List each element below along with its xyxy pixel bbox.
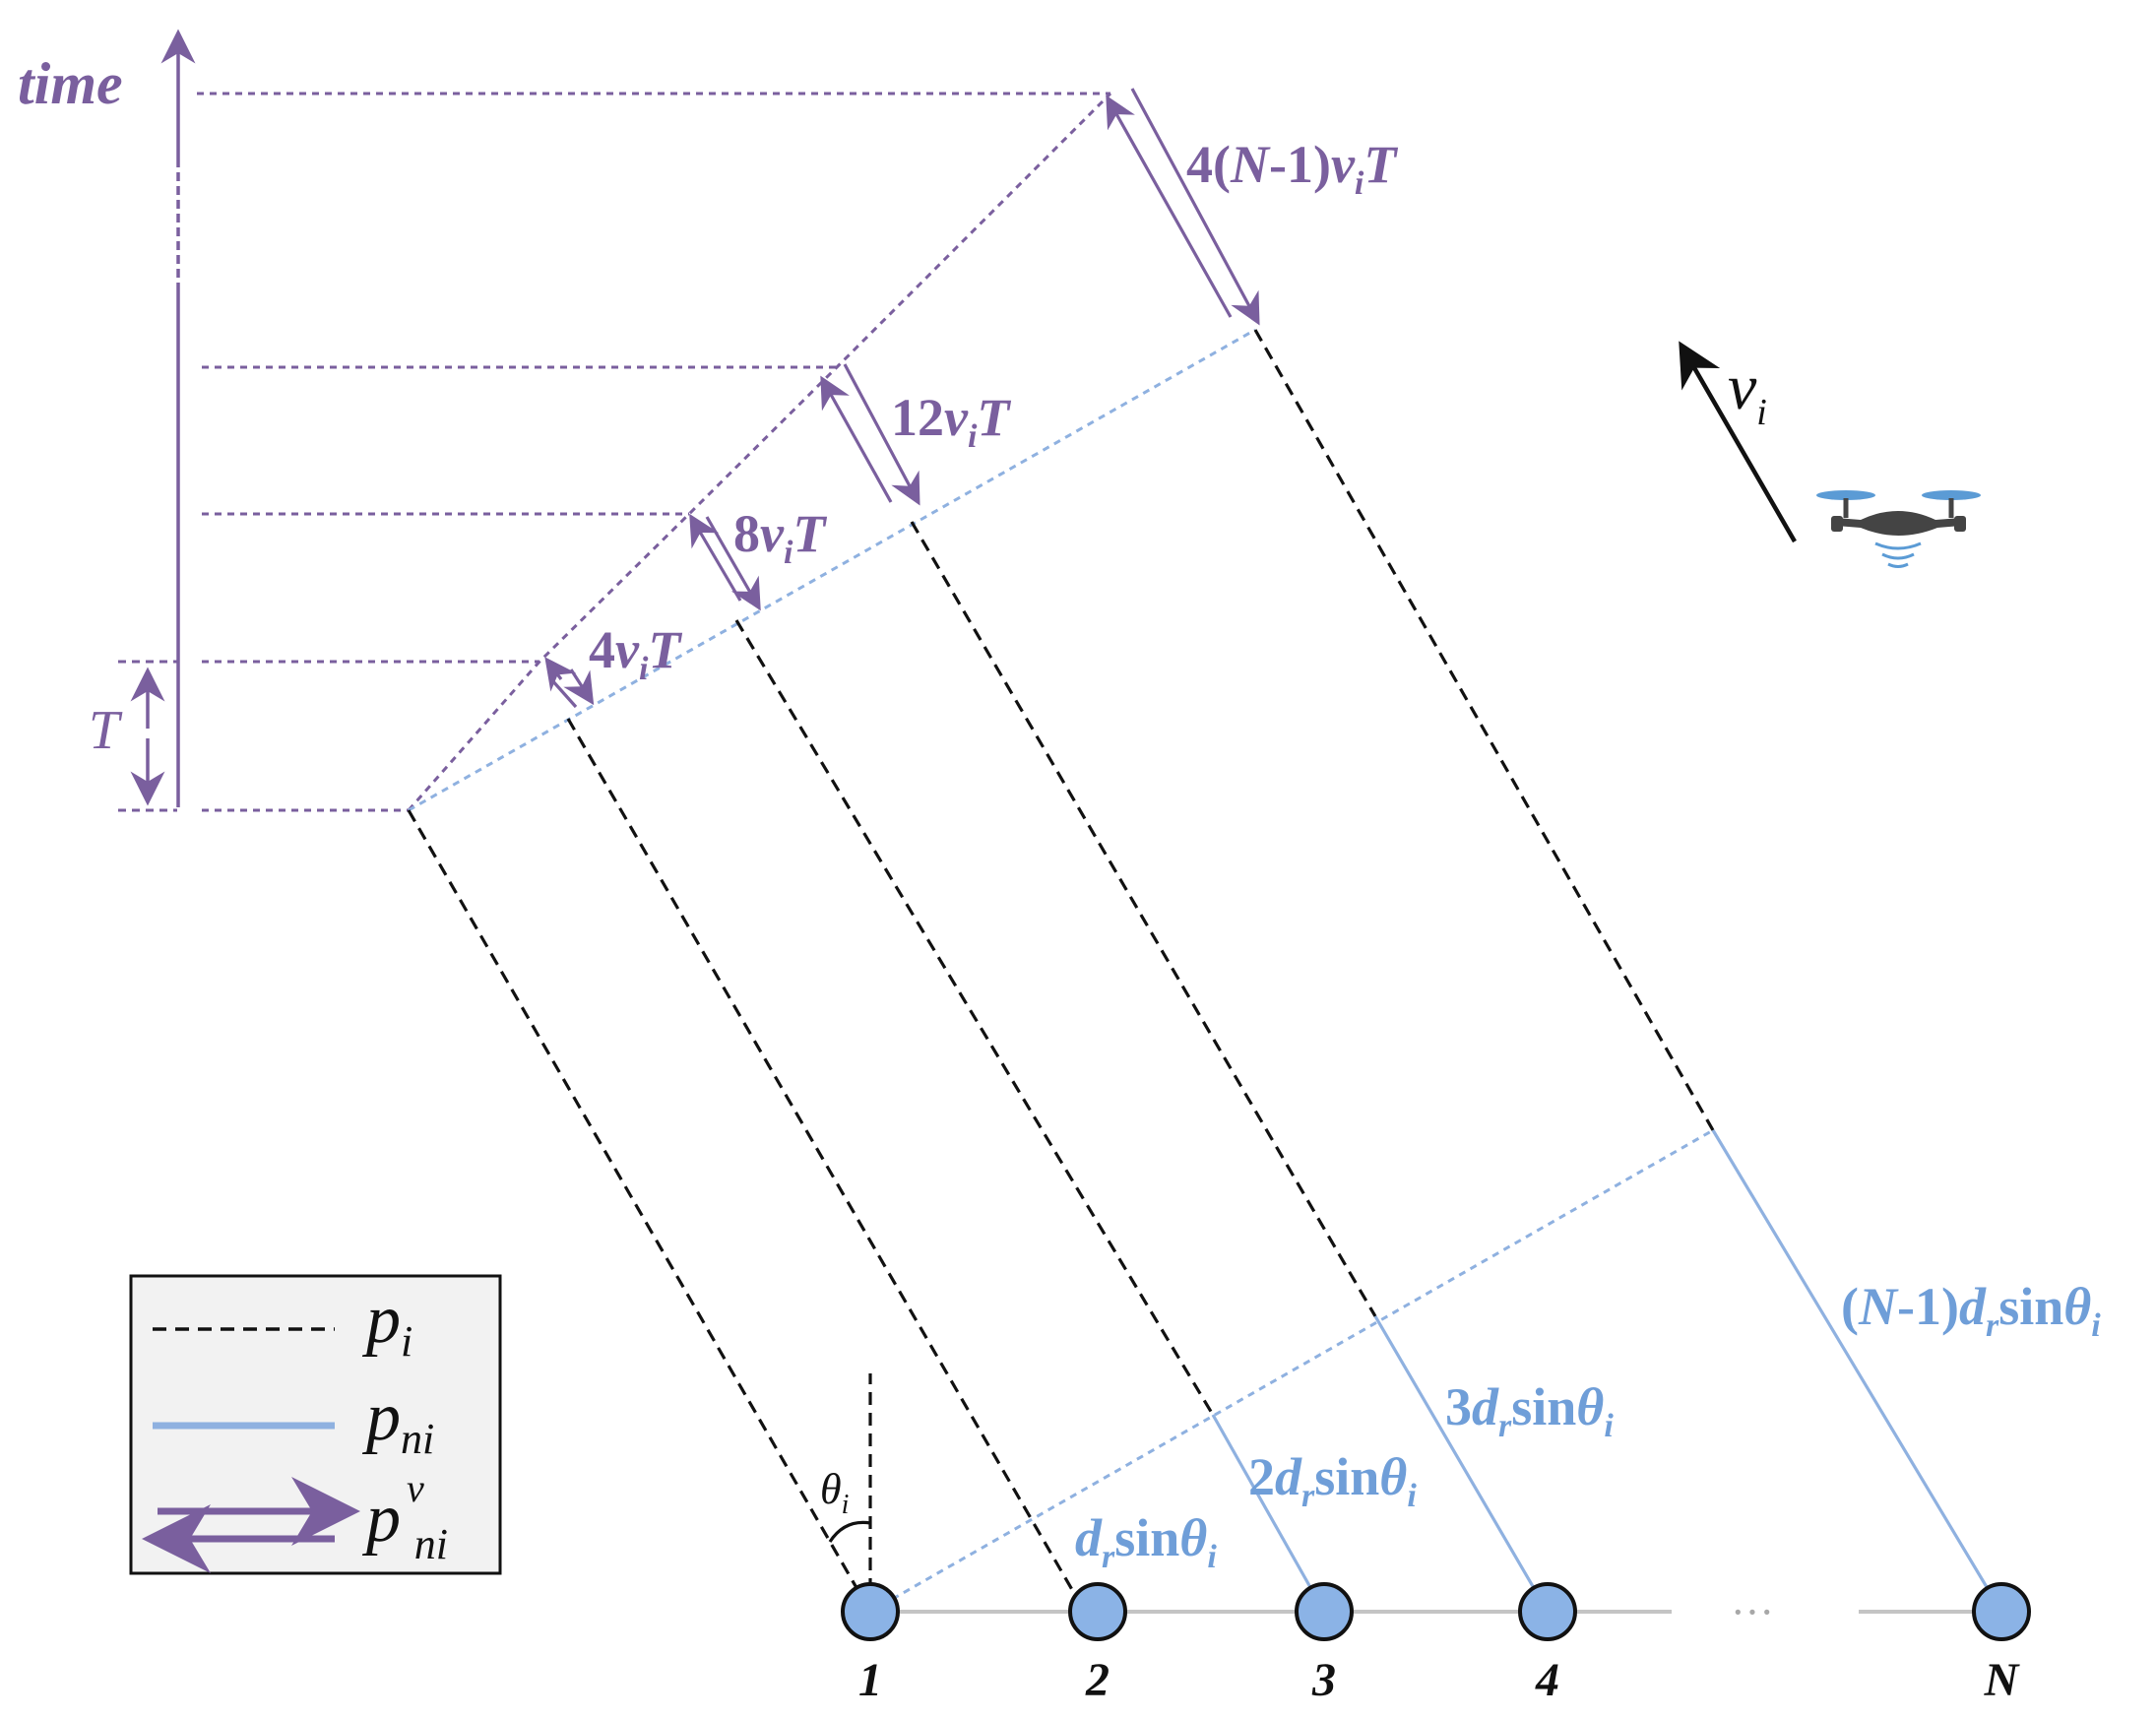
time-axis: time xyxy=(18,29,196,807)
delay-label-8: 8viT xyxy=(733,504,827,571)
node-label-4: 4 xyxy=(1535,1654,1559,1706)
delay-labels: 4viT 8viT 12viT 4(N-1)viT xyxy=(589,135,1398,687)
velocity-arrow-icon xyxy=(1679,341,1797,543)
path-label-n: (N-1)drsinθi xyxy=(1841,1277,2101,1344)
t-interval-label: T xyxy=(89,700,123,761)
velocity-label: vi xyxy=(1728,351,1767,433)
path-labels: drsinθi 2drsinθi 3drsinθi (N-1)drsinθi xyxy=(1075,1277,2101,1575)
wavefronts xyxy=(408,328,1714,1614)
incidence-angle: θi xyxy=(820,1373,872,1612)
legend-label-p-i: pi xyxy=(361,1282,412,1366)
path-label-3: 3drsinθi xyxy=(1445,1377,1614,1444)
delay-arrow-2 xyxy=(689,513,761,611)
delay-arrow-n xyxy=(1106,88,1260,326)
delay-arrows xyxy=(544,88,1260,709)
t-interval-marker: T xyxy=(89,660,177,812)
delay-label-4: 4viT xyxy=(589,620,682,687)
delay-label-12: 12viT xyxy=(891,388,1011,455)
wavefront-upper xyxy=(408,328,1256,812)
node-label-n: N xyxy=(1984,1654,2021,1706)
staircase-line xyxy=(407,92,1112,811)
drone-icon xyxy=(1816,490,1981,568)
array-ellipsis: ··· xyxy=(1731,1588,1774,1636)
delay-arrow-1 xyxy=(544,657,595,709)
pdiff-node-4 xyxy=(1373,1315,1550,1613)
path-node-n xyxy=(1253,329,1715,1131)
incident-paths xyxy=(407,329,1715,1613)
antenna-array: ··· 1 2 3 4 N xyxy=(841,1582,2031,1706)
node-label-1: 1 xyxy=(858,1654,882,1706)
node-3 xyxy=(1295,1582,1354,1641)
node-2 xyxy=(1068,1582,1127,1641)
node-label-2: 2 xyxy=(1085,1654,1110,1706)
angle-arc xyxy=(828,1520,871,1543)
path-node-1 xyxy=(407,809,872,1613)
path-label-1: drsinθi xyxy=(1075,1508,1217,1575)
path-node-3 xyxy=(734,619,1215,1416)
path-node-2 xyxy=(566,718,1080,1601)
pdiff-node-3 xyxy=(1211,1414,1326,1613)
time-levels xyxy=(197,92,1110,812)
wavefront-lower xyxy=(869,1128,1714,1614)
pdiff-node-n xyxy=(1711,1129,2003,1613)
node-1 xyxy=(841,1582,900,1641)
path-label-2: 2drsinθi xyxy=(1248,1447,1417,1514)
angle-label: θi xyxy=(820,1465,849,1520)
node-4 xyxy=(1518,1582,1577,1641)
legend-label-p-ni: pni xyxy=(361,1379,434,1463)
node-label-3: 3 xyxy=(1311,1654,1336,1706)
velocity-group: vi xyxy=(1679,341,1981,568)
time-axis-label: time xyxy=(18,51,123,116)
path-node-4 xyxy=(910,521,1377,1317)
delay-label-n: 4(N-1)viT xyxy=(1186,135,1398,202)
node-n xyxy=(1972,1582,2031,1641)
delay-arrow-3 xyxy=(820,363,920,506)
